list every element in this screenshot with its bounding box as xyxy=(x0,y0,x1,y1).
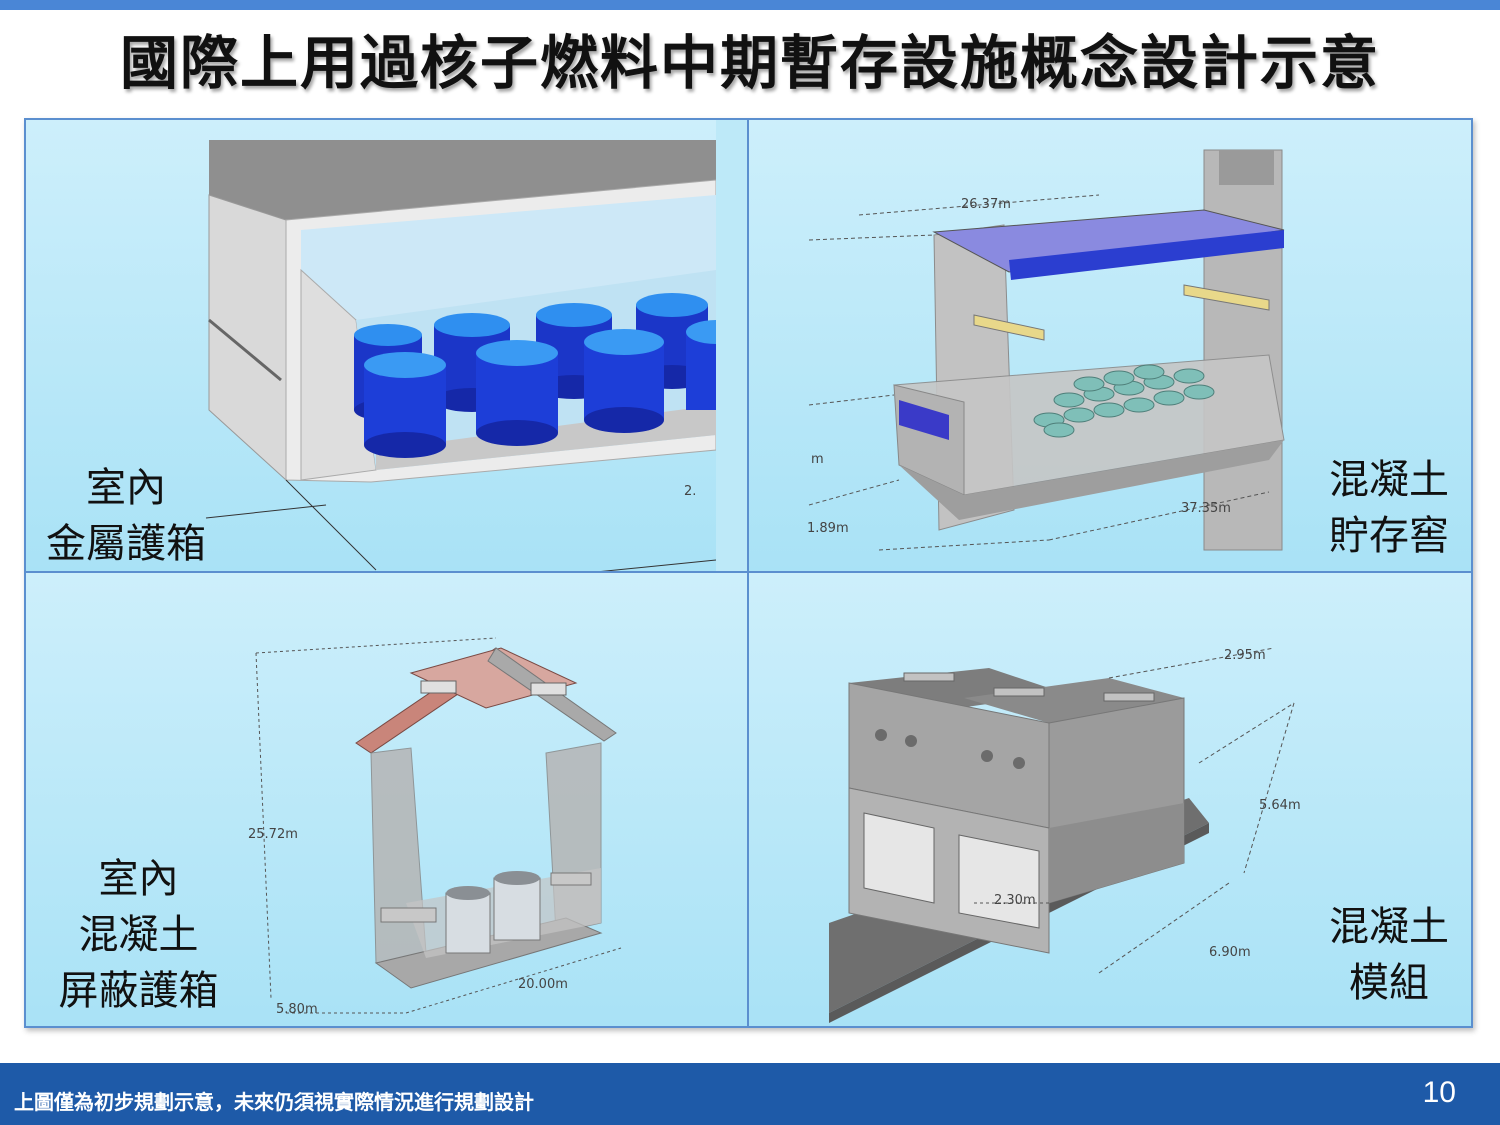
page-number: 10 xyxy=(1422,1076,1456,1109)
label-line: 混凝土 xyxy=(1329,457,1449,503)
panel-indoor-concrete-cask: 25.72m 20.00m 5.80m 室內 混凝土 屏蔽護箱 xyxy=(26,573,749,1026)
dimension-label: 1.89m xyxy=(807,521,849,536)
label-line: 屏蔽護箱 xyxy=(58,968,219,1014)
metal-cask-illustration: 2. xyxy=(205,120,747,571)
label-line: 貯存窖 xyxy=(1329,513,1449,559)
cask-icon xyxy=(584,329,664,433)
panel-label: 混凝土 模組 xyxy=(1314,899,1464,1011)
label-line: 混凝土 xyxy=(1329,904,1449,950)
concrete-cask-illustration: 25.72m 20.00m 5.80m xyxy=(248,637,622,1017)
panel-label: 混凝土 貯存窖 xyxy=(1314,452,1464,564)
top-accent-bar xyxy=(0,0,1500,10)
concrete-module-illustration: 2.95m 5.64m 2.30m 6.90m xyxy=(829,647,1301,1023)
dimension-label: 6.90m xyxy=(1209,945,1251,960)
label-line: 室內 xyxy=(86,465,166,511)
label-line: 金屬護箱 xyxy=(46,521,206,567)
panel-concrete-vault: 26.37m 37.35m 1.89m m 混凝土 貯存窖 xyxy=(749,120,1471,573)
footer-bar xyxy=(0,1063,1500,1125)
concrete-vault-illustration: 26.37m 37.35m 1.89m m xyxy=(807,149,1285,551)
panel-label: 室內 混凝土 屏蔽護箱 xyxy=(31,851,246,1019)
slide-title: 國際上用過核子燃料中期暫存設施概念設計示意 xyxy=(119,29,1380,97)
dimension-label: 2. xyxy=(684,484,696,499)
dimension-label: 5.80m xyxy=(276,1002,318,1017)
panel-concrete-module: 2.95m 5.64m 2.30m 6.90m 混凝土 模組 xyxy=(749,573,1471,1026)
dimension-label: 37.35m xyxy=(1181,501,1231,516)
dimension-label: 20.00m xyxy=(518,977,568,992)
dimension-label: 2.95m xyxy=(1224,648,1266,663)
dimension-label: 25.72m xyxy=(248,827,298,842)
dimension-label: m xyxy=(811,452,824,467)
footer-note: 上圖僅為初步規劃示意，未來仍須視實際情況進行規劃設計 xyxy=(14,1090,534,1114)
illustration-grid: 2. 室內 金屬護箱 xyxy=(24,118,1473,1028)
panel-indoor-metal-cask: 2. 室內 金屬護箱 xyxy=(26,120,749,573)
cask-icon xyxy=(476,340,558,446)
label-line: 模組 xyxy=(1349,960,1429,1006)
dimension-label: 2.30m xyxy=(994,893,1036,908)
label-line: 室內 xyxy=(98,856,179,902)
dimension-label: 5.64m xyxy=(1259,798,1301,813)
label-line: 混凝土 xyxy=(78,912,199,958)
cask-icon xyxy=(364,352,446,458)
dimension-label: 26.37m xyxy=(961,197,1011,212)
panel-label: 室內 金屬護箱 xyxy=(26,460,226,571)
